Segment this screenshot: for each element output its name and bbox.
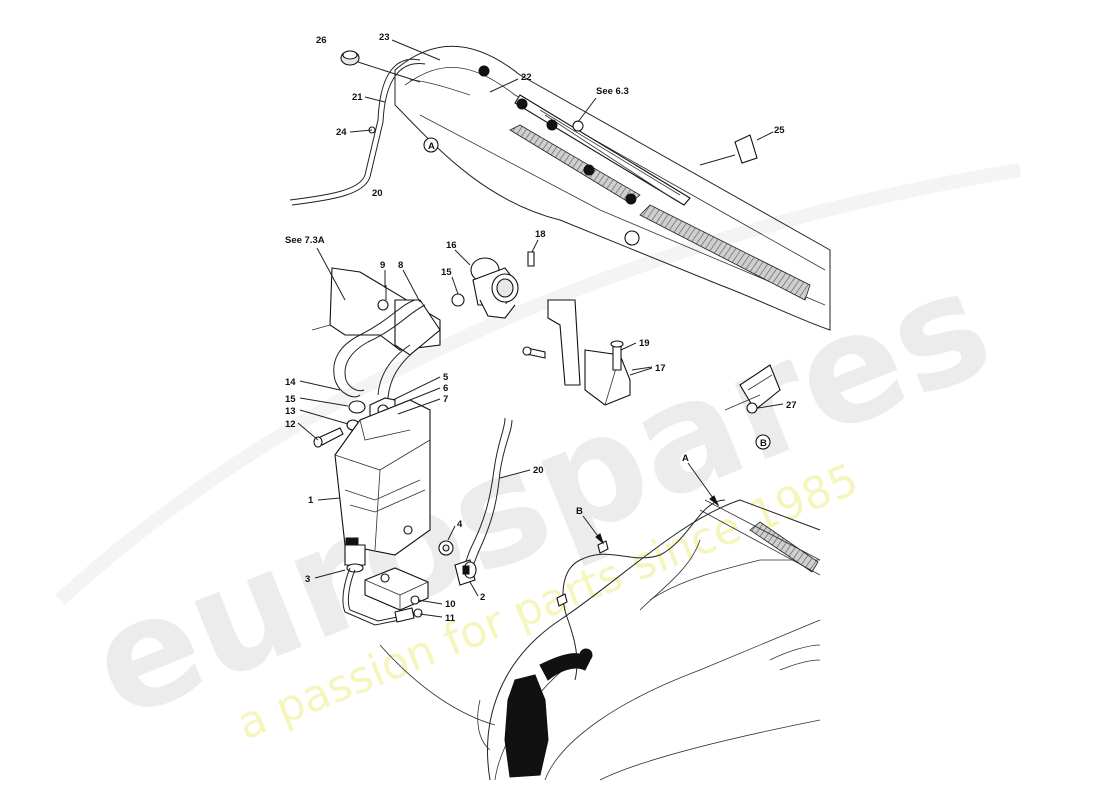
callout-11: 11: [445, 613, 456, 624]
callout-12: 12: [285, 419, 296, 430]
callout-19: 19: [639, 338, 650, 349]
part-17-bracket: [522, 299, 653, 406]
part-1-reservoir: [334, 399, 513, 575]
callout-7: 7: [443, 394, 448, 405]
part-26-cap: [340, 50, 421, 83]
view-marker-b: [755, 434, 771, 450]
part-25-clip: [699, 131, 774, 166]
part-16-filler-neck: [451, 251, 535, 319]
callout-4: 4: [457, 519, 463, 530]
callout-13: 13: [285, 406, 296, 417]
callout-25: 25: [774, 125, 785, 136]
callout-21: 21: [352, 92, 363, 103]
callout-1: 1: [308, 495, 314, 506]
callout-26: 26: [316, 35, 327, 46]
wiper-cowl-assembly: [394, 45, 831, 331]
callout-22: 22: [521, 72, 532, 83]
part-27-clip: [724, 364, 781, 414]
callout-15-upper: 15: [441, 267, 452, 278]
callout-20-top: 20: [372, 188, 383, 199]
callout-17: 17: [655, 363, 666, 374]
callout-15-lower: 15: [285, 394, 296, 405]
part-2-pump: [438, 540, 477, 586]
callout-27: 27: [786, 400, 797, 411]
callout-10: 10: [445, 599, 456, 610]
callout-8: 8: [398, 260, 403, 271]
washer-hose-top: [289, 58, 426, 206]
arrow-label-a: A: [682, 453, 689, 464]
view-label-a: A: [428, 141, 435, 152]
callout-20-lower: 20: [533, 465, 544, 476]
arrow-label-b: B: [576, 506, 583, 517]
callout-5: 5: [443, 372, 449, 383]
part-10-bracket: [342, 567, 496, 726]
callout-3: 3: [305, 574, 310, 585]
leader-lines: [297, 39, 784, 618]
callout-2: 2: [480, 592, 485, 603]
callout-6: 6: [443, 383, 448, 394]
callout-24: 24: [336, 127, 347, 138]
callout-see-6-3: See 6.3: [596, 86, 629, 97]
callout-18: 18: [535, 229, 546, 240]
view-label-b: B: [760, 438, 767, 449]
view-marker-a: [423, 137, 439, 153]
callout-23: 23: [379, 32, 390, 43]
watermark-brand: eurospares: [68, 237, 1013, 754]
callout-labels: 26 23 22 21 24 20 See 6.3 25 A See 7.3A …: [285, 32, 797, 624]
callout-9: 9: [380, 260, 385, 271]
callout-16: 16: [446, 240, 457, 251]
bracket-assembly: [311, 267, 441, 399]
car-body-view: [477, 499, 821, 781]
callout-see-7-3a: See 7.3A: [285, 235, 325, 246]
callout-14: 14: [285, 377, 296, 388]
